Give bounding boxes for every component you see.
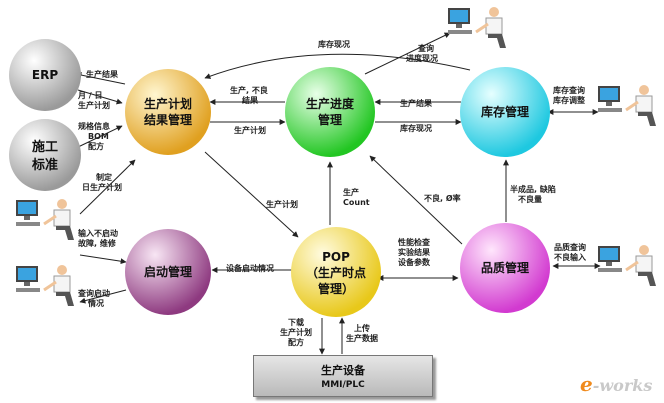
edge-label-monthly-plan-1: 月 / 日 [78,91,103,100]
edge-label-result-defect-2: 结果 [242,96,258,105]
edge-label-daily-plan: 制定 日生产计划 [82,173,122,193]
node-quality [460,223,550,313]
edge-label-query-progress-1: 查询 [418,44,434,53]
edge-label-monthly-plan-2: 生产计划 [78,101,110,110]
edge-label-fault-input-1: 输入不启动 [78,229,118,238]
edge-label-prod-plan-diag: 生产计划 [266,200,298,209]
edge-label-result-defect: 生产, 不良 结果 [230,86,268,106]
edge-label-perf-test: 性能检查 实验结果 设备参数 [398,238,430,268]
node-progress [285,67,375,157]
edge-label-perf-test-3: 设备参数 [398,258,430,267]
edge-label-startup-query-2: 情况 [88,299,104,308]
edge-label-daily-plan-1: 制定 [96,173,112,182]
eworks-logo-e: e [580,372,593,396]
edge-label-fault-input: 输入不启动 故障, 维修 [78,229,118,249]
edge-label-inventory-query-1: 库存查询 [553,86,585,95]
edge-label-daily-plan-2: 日生产计划 [82,183,122,192]
edge-label-inventory-query-2: 库存调整 [553,96,585,105]
edge-label-upload: 上传 生产数据 [346,324,378,344]
operator-workstation-icon [16,199,74,240]
device-subtitle: MMI/PLC [321,380,365,390]
edge-label-semi-defect-1: 半成品, 缺陷 [510,185,556,194]
edge-label-quality-query-1: 品质查询 [554,243,586,252]
edge-label-quality-query-2: 不良输入 [554,253,586,262]
edge-label-upload-2: 生产数据 [346,334,378,343]
node-plan [125,69,211,155]
edge-label-quality-query: 品质查询 不良输入 [554,243,586,263]
edge-label-download-2: 生产计划 [280,328,312,337]
edge-label-prod-count-2: Count [343,198,370,207]
edge-label-fault-input-2: 故障, 维修 [78,239,116,248]
edge-label-download-3: 配方 [288,338,304,347]
edge-quality-progress [369,155,463,245]
edge-label-download: 下载 生产计划 配方 [280,318,312,348]
edge-operator-startup [79,254,127,265]
device-box: 生产设备 MMI/PLC [253,355,433,397]
edge-label-spec-info-1: 规格信息 [78,122,110,131]
edge-label-perf-test-2: 实验结果 [398,248,430,257]
eworks-logo: e-works [580,372,652,396]
edge-startup-operator [79,289,127,304]
node-standard [9,119,81,191]
edge-label-defect-rate: 不良, Ø率 [424,194,461,203]
operator-workstation-icon [598,85,656,126]
edge-plan-pop [204,151,299,238]
edge-label-query-progress-2: 进度现况 [406,54,438,63]
edge-label-device-startup: 设备启动情况 [226,264,274,273]
edge-label-perf-test-1: 性能检查 [398,238,430,247]
edge-label-inventory-query: 库存查询 库存调整 [553,86,585,106]
edge-label-prod-count: 生产 Count [343,188,370,208]
operator-workstation-icon [448,7,506,48]
edge-label-monthly-plan: 月 / 日 生产计划 [78,91,110,111]
edge-label-prod-result-erp: 生产结果 [86,70,118,79]
edge-label-inventory-status-mid: 库存现况 [400,124,432,133]
device-title: 生产设备 [321,364,365,377]
edge-progress-operator [364,32,451,75]
edge-label-download-1: 下载 [288,318,304,327]
edge-label-prod-count-1: 生产 [343,188,359,197]
edge-standard-plan [75,125,123,149]
edge-inventory-plan [204,53,471,79]
edge-label-startup-query-1: 查询启动 [78,289,110,298]
edge-label-spec-info: 规格信息 BOM 配方 [78,122,110,152]
node-erp [9,39,81,111]
edge-label-spec-info-3: 配方 [88,142,104,151]
operator-workstation-icon [598,245,656,286]
edge-operator-plan [79,159,136,215]
edge-label-query-progress: 查询 进度现况 [406,44,438,64]
edge-label-semi-defect: 半成品, 缺陷 不良量 [510,185,556,205]
node-pop [291,227,381,317]
edge-label-startup-query: 查询启动 情况 [78,289,110,309]
eworks-logo-text: -works [592,376,653,395]
edge-label-spec-info-2: BOM [88,132,109,141]
connectors [75,32,601,355]
edge-label-semi-defect-2: 不良量 [518,195,542,204]
edge-label-upload-1: 上传 [354,324,370,333]
node-startup [125,229,211,315]
node-inventory [460,67,550,157]
edge-label-prod-plan-mid: 生产计划 [234,126,266,135]
edge-label-result-defect-1: 生产, 不良 [230,86,268,95]
edge-label-inventory-status-top: 库存现况 [318,40,350,49]
operator-workstation-icon [16,265,74,306]
edge-label-prod-result-right: 生产结果 [400,99,432,108]
edge-erp-plan [77,89,123,105]
edge-plan-erp [75,72,126,85]
